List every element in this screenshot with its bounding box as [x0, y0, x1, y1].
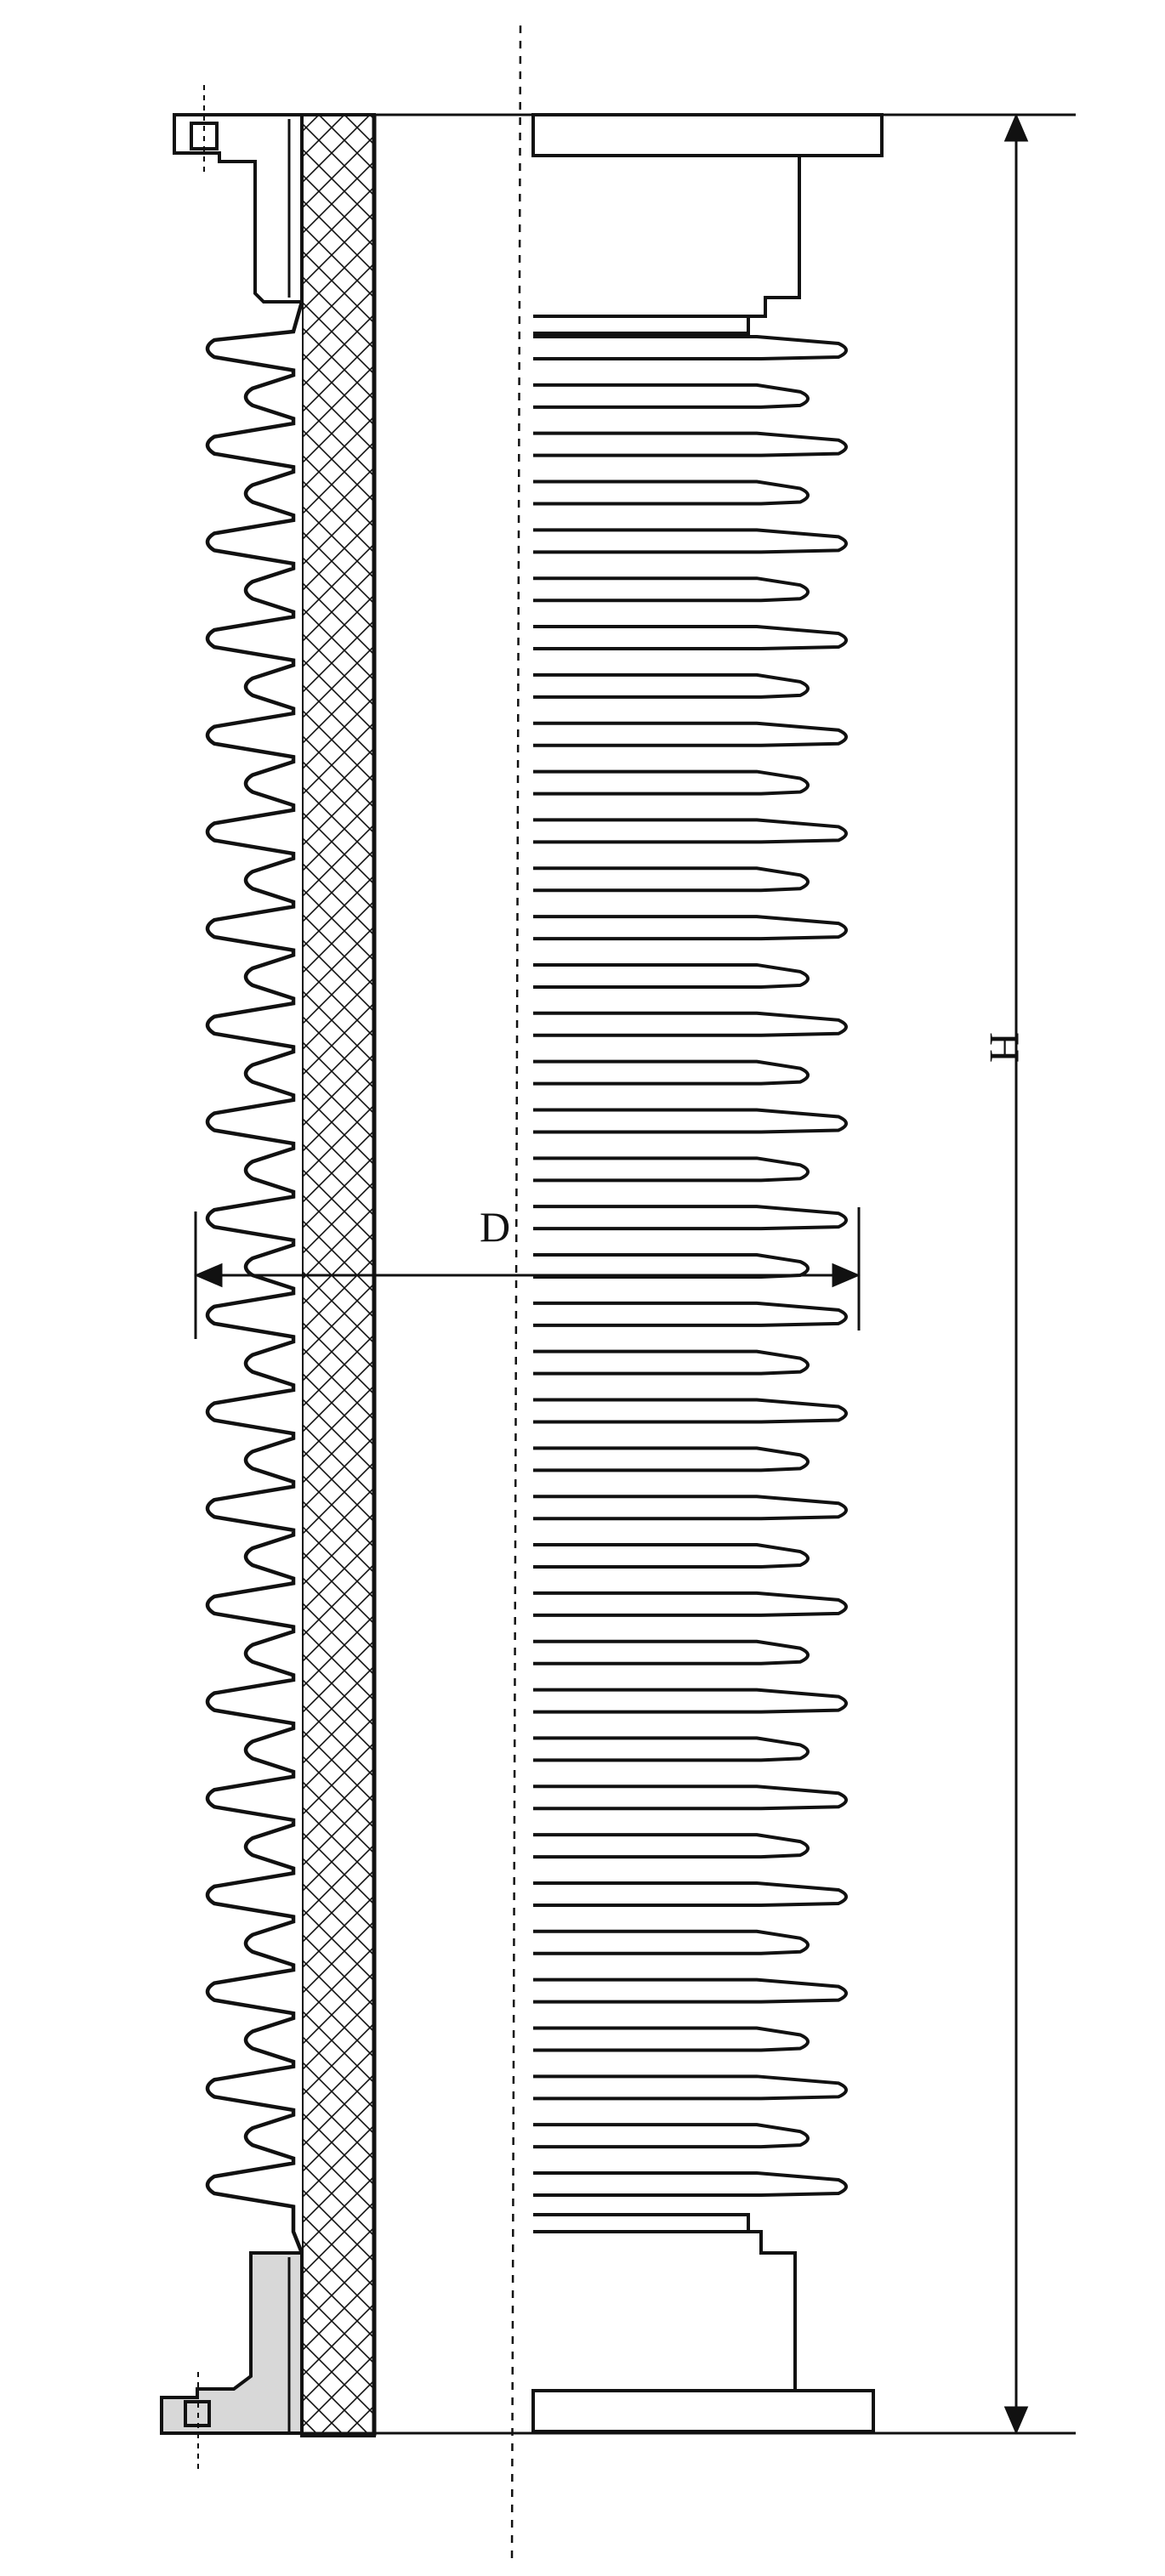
shed-exterior — [533, 528, 848, 554]
right-shed-profile — [533, 335, 848, 2197]
diameter-label: D — [480, 1203, 510, 1251]
shed-exterior — [533, 1398, 848, 1424]
shed-exterior — [533, 1349, 810, 1376]
shed-exterior — [533, 1301, 848, 1327]
section-view — [160, 85, 377, 2470]
shed-exterior — [533, 769, 810, 796]
shed-exterior — [533, 1205, 848, 1231]
shed-exterior — [533, 1688, 848, 1714]
shed-exterior — [533, 1881, 848, 1907]
shed-exterior — [533, 1591, 848, 1617]
shed-exterior — [533, 1495, 848, 1521]
top-flange-section — [173, 85, 304, 304]
shed-exterior — [533, 1156, 810, 1183]
shed-exterior — [533, 576, 810, 603]
shed-exterior — [533, 1833, 810, 1859]
shed-exterior — [533, 1929, 810, 1955]
bottom-flange-section — [160, 2251, 304, 2470]
height-dimension — [1003, 113, 1029, 2435]
shed-exterior — [533, 1736, 810, 1762]
centerline — [510, 25, 522, 2560]
shed-exterior — [533, 625, 848, 651]
shed-exterior — [533, 672, 810, 699]
shed-exterior — [533, 1543, 810, 1569]
shed-exterior — [533, 1446, 810, 1472]
shed-exterior — [533, 1977, 848, 2004]
top-flange-exterior — [531, 113, 884, 335]
shed-exterior — [533, 431, 848, 457]
bottom-flange-exterior — [531, 2213, 875, 2433]
shed-exterior — [533, 2074, 848, 2101]
shed-exterior — [533, 866, 810, 893]
shed-exterior — [533, 383, 810, 409]
shed-exterior — [533, 1639, 810, 1665]
shed-exterior — [533, 335, 848, 360]
shed-exterior — [533, 721, 848, 747]
height-label: H — [981, 1032, 1029, 1063]
shed-exterior — [533, 1108, 848, 1134]
diameter-dimension — [194, 1207, 861, 1339]
outside-view — [531, 113, 884, 2433]
shed-exterior — [533, 479, 810, 506]
shed-exterior — [533, 2171, 848, 2197]
shed-exterior — [533, 2123, 810, 2149]
shed-exterior — [533, 1784, 848, 1811]
shed-exterior — [533, 1253, 810, 1279]
shed-exterior — [533, 962, 810, 989]
left-shed-profile — [205, 301, 304, 2254]
shed-exterior — [533, 1011, 848, 1037]
shed-exterior — [533, 818, 848, 844]
shed-exterior — [533, 915, 848, 941]
shed-exterior — [533, 1059, 810, 1086]
shed-exterior — [533, 2026, 810, 2052]
